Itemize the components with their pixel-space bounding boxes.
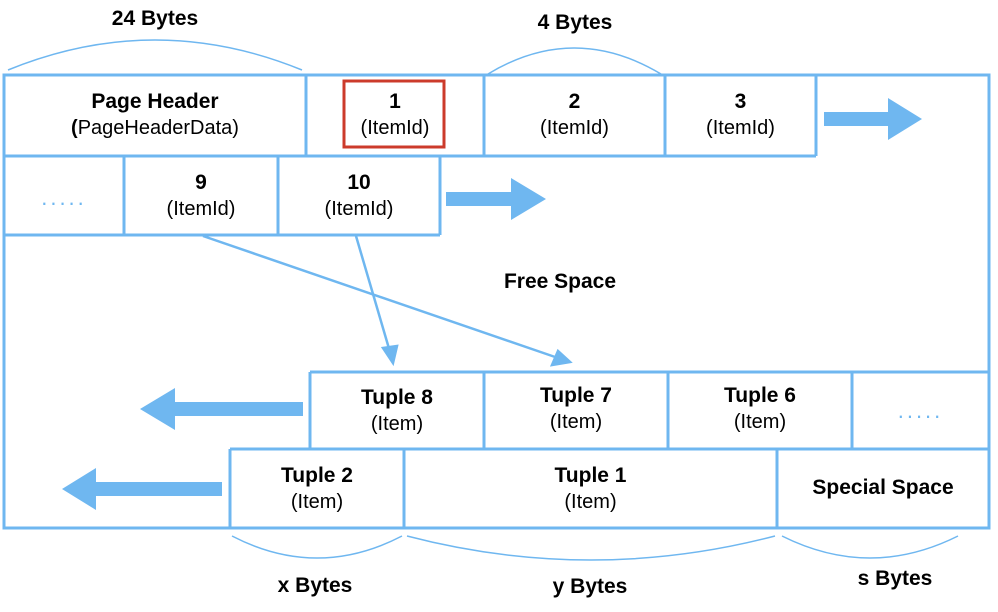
item-id-sub: (ItemId)	[324, 198, 394, 220]
item-id-9: 9 (ItemId)	[126, 167, 276, 225]
size-label-s: s Bytes	[857, 567, 933, 590]
tuple-sub: (Item)	[549, 411, 603, 433]
tuple-sub: (Item)	[370, 413, 424, 435]
brace-x	[231, 535, 403, 559]
tuple-title: Tuple 2	[281, 464, 353, 487]
page-header-subtitle: (PageHeaderData)	[71, 115, 239, 141]
item-id-number: 2	[568, 90, 581, 113]
item-id-3: 3 (ItemId)	[667, 86, 814, 144]
item-id-number: 9	[195, 171, 207, 194]
tuple-7: Tuple 7 (Item)	[486, 380, 666, 438]
page-header-subtitle-rest: PageHeaderData)	[77, 117, 239, 139]
ellipsis-cell-left: .....	[41, 185, 87, 210]
item-id-number: 1	[389, 90, 401, 113]
brace-y	[406, 535, 776, 561]
tuple-title: Tuple 6	[724, 384, 796, 407]
tuple-title: Tuple 8	[361, 386, 433, 409]
arrow-right-row1	[824, 98, 922, 140]
size-label-header: 24 Bytes	[111, 7, 199, 30]
arrow-left-tuple-row2	[62, 468, 222, 510]
item-id-sub: (ItemId)	[360, 117, 430, 139]
page-header-subtitle-prefix: (	[71, 117, 78, 139]
page-header-title: Page Header	[91, 90, 219, 113]
brace-itemid	[487, 47, 662, 75]
ellipsis-cell-right: .....	[897, 398, 944, 423]
arrow-left-tuple-row1	[140, 388, 303, 430]
tuple-sub: (Item)	[290, 491, 344, 513]
size-label-x: x Bytes	[277, 574, 353, 597]
item-id-sub: (ItemId)	[540, 117, 609, 139]
item-id-1: 1 (ItemId)	[308, 86, 482, 144]
tuple-sub: (Item)	[733, 411, 787, 433]
tuple-1: Tuple 1 (Item)	[406, 460, 775, 518]
pointer-10-head	[380, 344, 399, 367]
free-space-label: Free Space	[503, 270, 617, 293]
item-id-sub: (ItemId)	[706, 117, 775, 139]
tuple-sub: (Item)	[564, 491, 617, 513]
pointer-9-to-tuple7	[202, 234, 559, 360]
item-id-number: 10	[347, 171, 371, 194]
brace-header	[7, 39, 303, 71]
size-label-y: y Bytes	[552, 575, 628, 598]
tuple-title: Tuple 7	[540, 384, 612, 407]
item-id-sub: (ItemId)	[166, 198, 236, 220]
item-id-10: 10 (ItemId)	[280, 167, 438, 225]
pointer-9-head	[549, 348, 573, 367]
arrow-right-row2	[446, 178, 546, 220]
page-header-cell: Page Header (PageHeaderData)	[6, 86, 304, 144]
special-space: Special Space	[812, 476, 954, 499]
tuple-6: Tuple 6 (Item)	[670, 380, 850, 438]
highlight-box	[342, 79, 446, 149]
size-label-itemid: 4 Bytes	[537, 11, 613, 34]
brace-s	[781, 535, 959, 559]
item-id-2: 2 (ItemId)	[486, 86, 663, 144]
tuple-8: Tuple 8 (Item)	[312, 382, 482, 440]
item-id-number: 3	[734, 90, 747, 113]
page-outline	[2, 73, 991, 530]
tuple-2: Tuple 2 (Item)	[232, 460, 402, 518]
tuple-title: Tuple 1	[554, 464, 627, 487]
